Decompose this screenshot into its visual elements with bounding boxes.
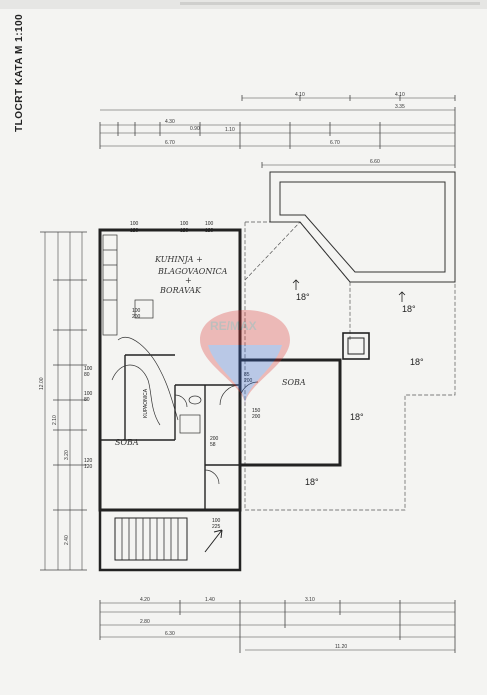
opening-6-h: 80 (84, 397, 90, 403)
dim-bottom-e: 6.30 (165, 631, 175, 637)
dim-bottom-d: 2.80 (140, 619, 150, 625)
dim-top-e: 1.10 (225, 127, 235, 133)
opening-9-w: 200 (210, 436, 219, 442)
bottom-dimension-lines (99, 600, 456, 653)
chimney (342, 332, 370, 360)
roof-slope-1: 18° (296, 292, 310, 302)
opening-6-w: 100 (84, 391, 93, 397)
dim-left-a: 3.20 (64, 450, 70, 460)
opening-5-h: 80 (84, 372, 90, 378)
kitchen-label-1: KUHINJA + (154, 255, 203, 264)
dim-left-total: 12.00 (39, 377, 45, 390)
plan-title-text: TLOCRT KATA M 1:100 (14, 13, 25, 132)
dim-top-g: 6.60 (370, 159, 380, 165)
dim-bottom-c: 3.10 (305, 597, 315, 603)
roof-slope-4: 18° (350, 412, 364, 422)
opening-3-h: 120 (205, 228, 214, 234)
opening-7-h: 200 (244, 378, 253, 384)
room-left-label: SOBA (115, 438, 139, 447)
interior-walls (100, 354, 240, 510)
roof-slope-3: 18° (410, 357, 424, 367)
dim-bottom-b: 1.40 (205, 597, 215, 603)
opening-10-h: 120 (84, 464, 93, 470)
dim-bottom-f: 11.20 (335, 644, 347, 650)
opening-2-w: 100 (180, 221, 189, 227)
watermark-text: RE/MAX (210, 319, 257, 333)
dim-top-a: 4.10 (295, 92, 305, 98)
opening-9-h: 58 (210, 442, 216, 448)
bathroom-label: KUPAONICA (143, 388, 149, 418)
kitchen-label-3: + (185, 276, 192, 285)
dim-top-b: 3.35 (395, 104, 405, 110)
opening-11-h: 225 (212, 524, 221, 530)
dim-top-a2: 4.10 (395, 92, 405, 98)
dim-top-f: 6.70 (165, 140, 175, 146)
dim-top-c: 4.30 (165, 119, 175, 125)
opening-10-w: 120 (84, 458, 93, 464)
opening-7-w: 85 (244, 372, 250, 378)
roof-slope-2: 18° (402, 304, 416, 314)
dim-top-f2: 6.70 (330, 140, 340, 146)
dim-left-b: 2.40 (64, 535, 70, 545)
opening-4-w: 100 (132, 308, 141, 314)
opening-11-w: 100 (212, 518, 221, 524)
bathroom-fixtures (179, 395, 202, 434)
staircase (98, 508, 242, 572)
roof-terrace (269, 171, 456, 283)
opening-8-w: 150 (252, 408, 261, 414)
roof-slope-arrows (292, 279, 406, 302)
opening-1-h: 120 (130, 228, 139, 234)
dim-left-c: 2.10 (52, 415, 58, 425)
opening-8-h: 200 (252, 414, 261, 420)
opening-1-w: 100 (130, 221, 139, 227)
scan-smear-dark (180, 2, 480, 5)
opening-4-h: 200 (132, 314, 141, 320)
kitchen-label-4: BORAVAK (159, 286, 202, 295)
remax-watermark: RE/MAX (200, 310, 290, 405)
door-swings (174, 381, 259, 485)
opening-3-w: 100 (205, 221, 214, 227)
top-dimension-lines (99, 95, 456, 168)
opening-2-h: 120 (180, 228, 189, 234)
left-dimension-lines (40, 231, 87, 571)
plan-title: TLOCRT KATA M 1:100 (2, 14, 25, 134)
room-right-label: SOBA (282, 378, 306, 387)
dim-top-d: 0.90 (190, 126, 200, 132)
dim-bottom-a: 4.20 (140, 597, 150, 603)
opening-5-w: 100 (84, 366, 93, 372)
roof-slope-5: 18° (305, 477, 319, 487)
kitchen-label-2: BLAGOVAONICA (157, 267, 228, 276)
